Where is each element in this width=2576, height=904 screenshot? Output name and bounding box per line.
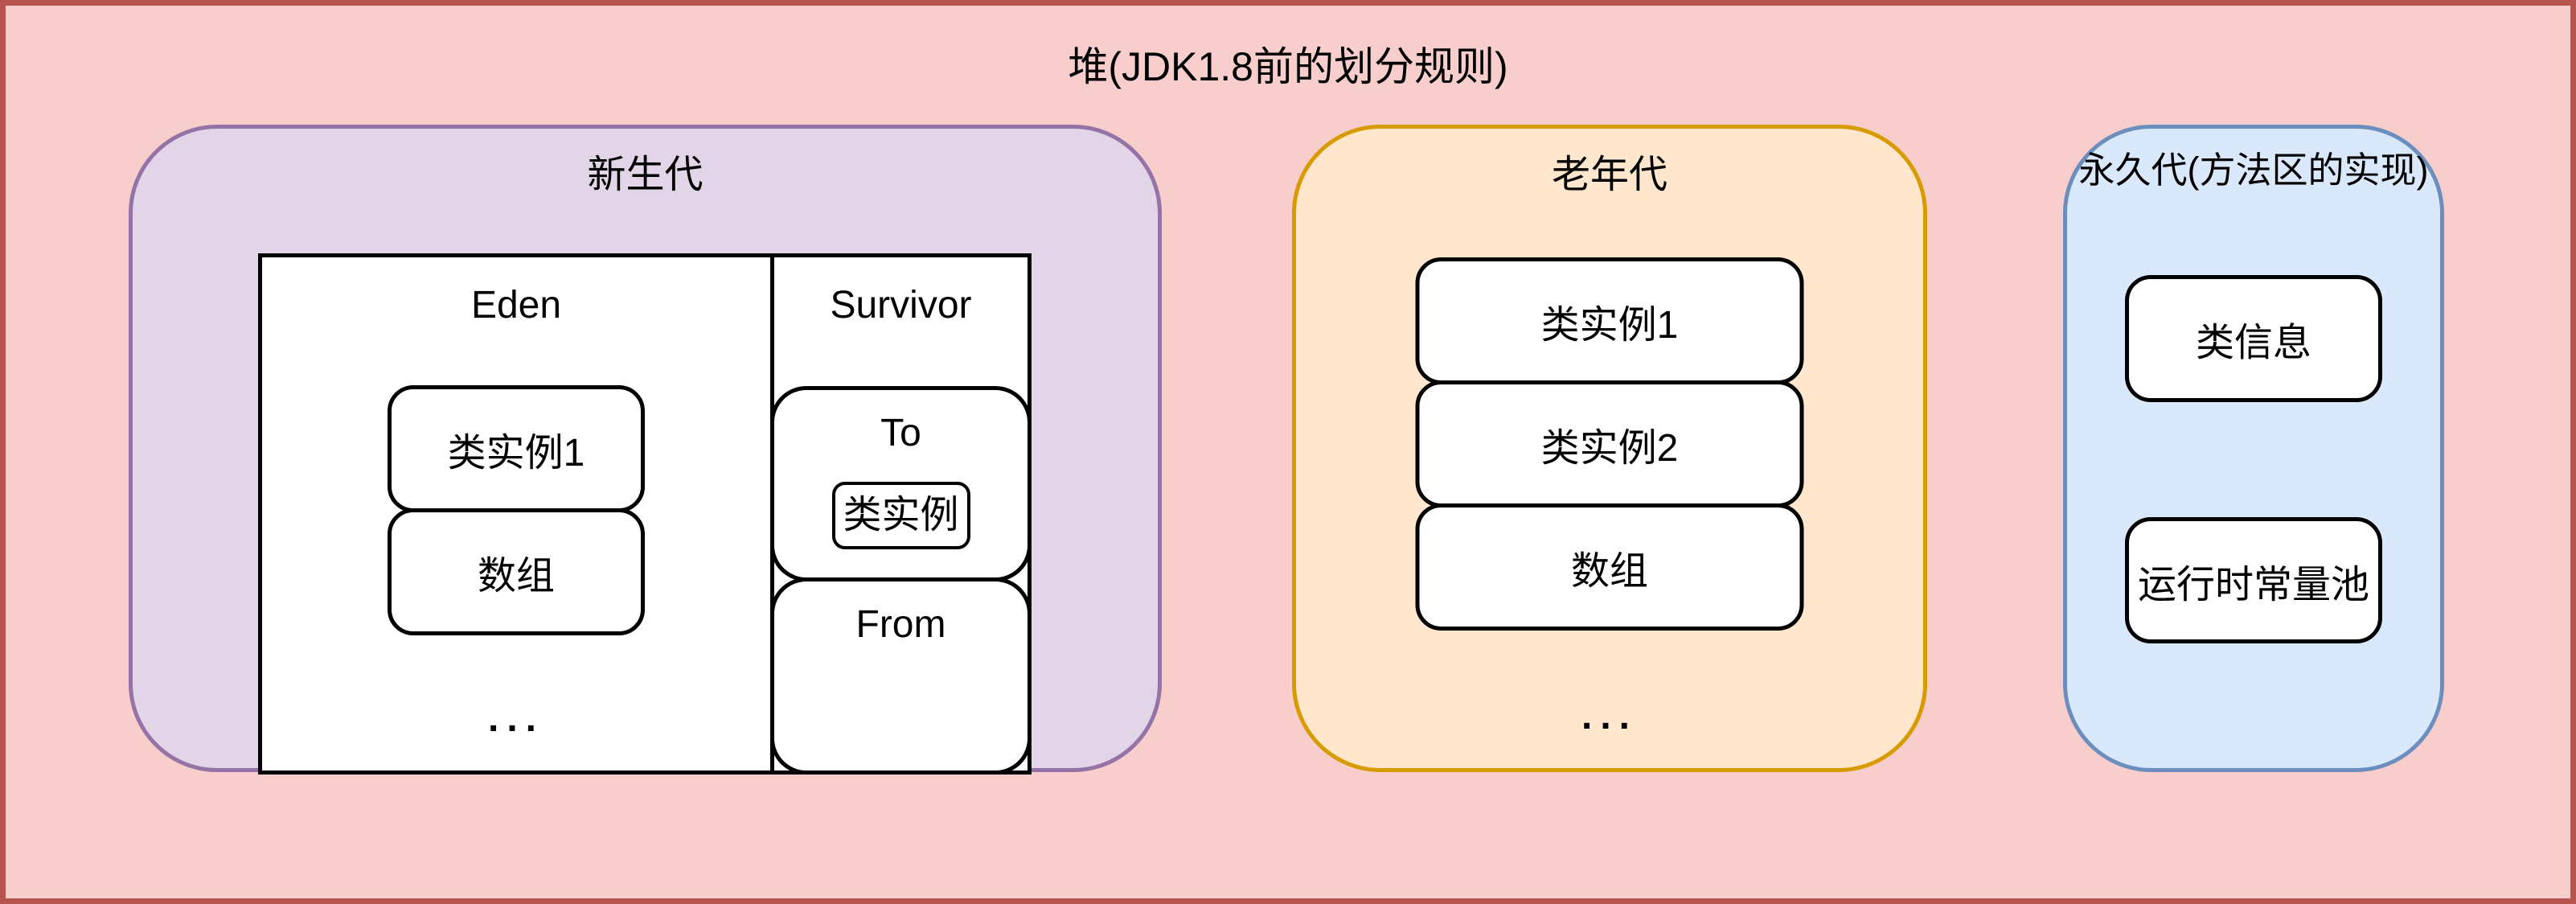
eden-object-box: 类实例1 xyxy=(388,385,645,512)
old-object-label: 类实例1 xyxy=(1540,304,1679,347)
class-info-label: 类信息 xyxy=(2195,322,2311,364)
old-object-box: 类实例1 xyxy=(1415,257,1804,384)
old-ellipsis: ... xyxy=(1581,695,1638,738)
permanent-generation-box: 永久代(方法区的实现) 类信息 运行时常量池 xyxy=(2063,125,2444,772)
eden-object-label: 类实例1 xyxy=(447,432,585,475)
survivor-label: Survivor xyxy=(830,284,972,327)
survivor-region: Survivor To 类实例 From xyxy=(770,257,1032,775)
to-object-box: 类实例 xyxy=(831,482,970,549)
eden-object-stack: 类实例1 数组 xyxy=(388,385,645,635)
from-label: From xyxy=(855,603,946,646)
old-object-label: 数组 xyxy=(1570,550,1648,593)
diagram-title: 堆(JDK1.8前的划分规则) xyxy=(1068,44,1508,89)
survivor-from-box: From xyxy=(770,577,1032,775)
eden-ellipsis: ... xyxy=(487,697,544,740)
old-generation-label: 老年代 xyxy=(1551,154,1667,196)
eden-label: Eden xyxy=(470,284,562,327)
permanent-generation-label: 永久代(方法区的实现) xyxy=(2078,150,2429,191)
eden-region: Eden 类实例1 数组 ... xyxy=(262,257,774,770)
class-info-box: 类信息 xyxy=(2125,275,2382,402)
old-object-box: 数组 xyxy=(1415,503,1804,631)
old-object-label: 类实例2 xyxy=(1540,427,1679,470)
eden-object-label: 数组 xyxy=(477,555,555,598)
young-generation-label: 新生代 xyxy=(587,154,703,196)
runtime-constant-pool-box: 运行时常量池 xyxy=(2125,517,2382,643)
to-label: To xyxy=(880,412,921,454)
survivor-to-box: To 类实例 xyxy=(770,386,1032,581)
young-generation-box: 新生代 Eden 类实例1 数组 ... Survivor To xyxy=(129,125,1162,775)
runtime-constant-pool-label: 运行时常量池 xyxy=(2137,563,2369,606)
old-object-box: 类实例2 xyxy=(1415,380,1804,507)
old-generation-box: 老年代 类实例1 类实例2 数组 ... xyxy=(1292,125,1927,772)
eden-object-box: 数组 xyxy=(388,508,645,635)
old-object-stack: 类实例1 类实例2 数组 xyxy=(1415,257,1804,631)
eden-survivor-container: Eden 类实例1 数组 ... Survivor To 类实例 xyxy=(258,253,1032,775)
